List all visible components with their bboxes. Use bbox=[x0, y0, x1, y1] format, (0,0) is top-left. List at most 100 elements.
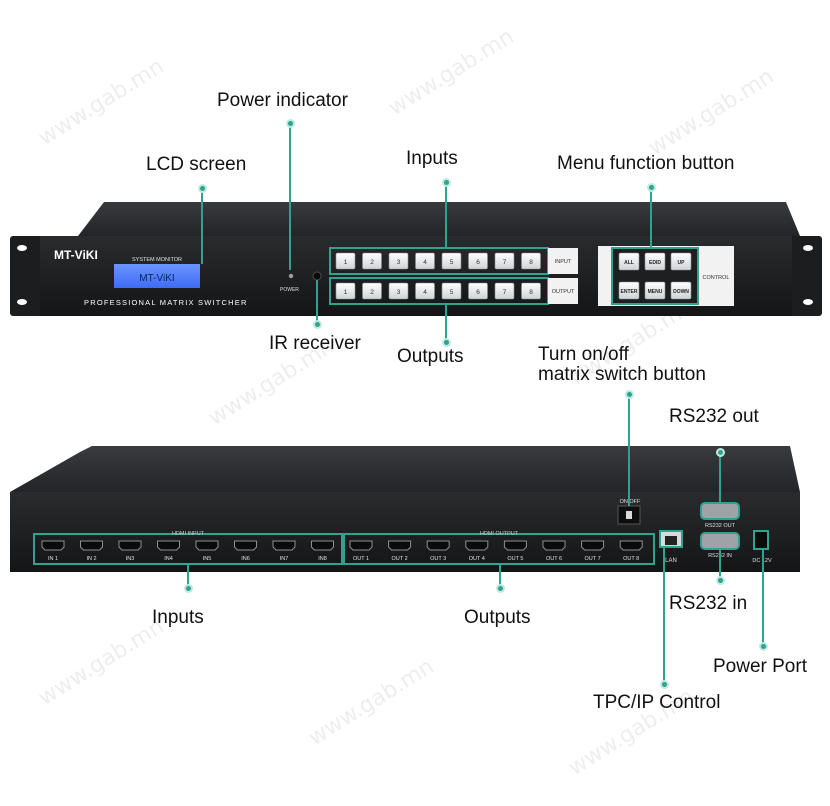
hdmi-output-port-label: OUT 8 bbox=[623, 556, 639, 562]
power-label: POWER bbox=[280, 287, 299, 293]
hdmi-input-port-label: IN4 bbox=[164, 556, 173, 562]
brand-logo: MT-ViKI bbox=[54, 248, 98, 262]
callout-outputs-rear: Outputs bbox=[464, 607, 531, 628]
menu-button-up bbox=[670, 252, 692, 271]
hdmi-output-port-8 bbox=[619, 540, 643, 551]
input-button-label: 2 bbox=[370, 259, 374, 266]
rs232-in-port bbox=[700, 532, 740, 550]
menu-button-label: DOWN bbox=[673, 289, 689, 295]
lan-label: LAN bbox=[665, 558, 677, 564]
leader-dot bbox=[184, 584, 193, 593]
callout-outputs-front: Outputs bbox=[397, 346, 464, 367]
hdmi-input-port-5 bbox=[195, 540, 219, 551]
hdmi-input-port-label: IN6 bbox=[241, 556, 250, 562]
rack-ear-right bbox=[788, 236, 822, 316]
callout-turn-on-off-line1: Turn on/off bbox=[538, 344, 629, 365]
input-button-8 bbox=[521, 252, 541, 270]
callout-ir-receiver: IR receiver bbox=[269, 333, 361, 354]
hdmi-input-port-label: IN7 bbox=[280, 556, 289, 562]
ir-receiver bbox=[312, 271, 322, 281]
on-off-switch-lever bbox=[626, 511, 632, 519]
callout-menu-function: Menu function button bbox=[557, 153, 735, 174]
output-button-label: 7 bbox=[503, 289, 507, 296]
output-button-label: 1 bbox=[344, 289, 348, 296]
leader-dot bbox=[759, 642, 768, 651]
hdmi-output-port-label: OUT 4 bbox=[469, 556, 485, 562]
rack-hole bbox=[17, 299, 27, 305]
callout-tpc-ip: TPC/IP Control bbox=[593, 692, 721, 713]
hdmi-output-port-label: OUT 3 bbox=[430, 556, 446, 562]
leader-dot bbox=[198, 184, 207, 193]
menu-button-all bbox=[618, 252, 640, 271]
output-button-label: 8 bbox=[529, 289, 533, 296]
lcd-screen bbox=[114, 264, 200, 288]
hdmi-output-port-label: OUT 6 bbox=[546, 556, 562, 562]
hdmi-output-title: HDMI OUTPUT bbox=[480, 531, 519, 537]
output-label-plate bbox=[548, 278, 578, 304]
output-button-label: 4 bbox=[423, 289, 427, 296]
leader-lines bbox=[201, 123, 764, 684]
hdmi-output-port-5 bbox=[503, 540, 527, 551]
rack-hole bbox=[17, 245, 27, 251]
menu-button-label: EDID bbox=[649, 260, 661, 266]
leader-dot bbox=[286, 119, 295, 128]
hdmi-input-port-label: IN3 bbox=[126, 556, 135, 562]
input-button-label: 7 bbox=[503, 259, 507, 266]
input-button-label: 8 bbox=[529, 259, 533, 266]
front-unit: MT-ViKI SYSTEM MONITOR MT-ViKI PROFESSIO… bbox=[10, 202, 822, 316]
leader-dot bbox=[660, 680, 669, 689]
power-led bbox=[288, 273, 294, 279]
hdmi-output-port-3 bbox=[426, 540, 450, 551]
output-button-label: 2 bbox=[370, 289, 374, 296]
input-button-label: 1 bbox=[344, 259, 348, 266]
hdmi-input-port-label: IN5 bbox=[203, 556, 212, 562]
hdmi-output-port-label: OUT 5 bbox=[507, 556, 523, 562]
rear-unit-top bbox=[10, 446, 800, 492]
callout-inputs-rear: Inputs bbox=[152, 607, 204, 628]
callout-rs232-in: RS232 in bbox=[669, 593, 748, 614]
dc-power-port bbox=[753, 530, 769, 550]
leader-dot bbox=[716, 448, 725, 457]
on-off-label: ON/OFF bbox=[620, 499, 641, 505]
menu-button-menu bbox=[644, 281, 666, 300]
leader-dot bbox=[496, 584, 505, 593]
menu-button-label: ALL bbox=[624, 260, 634, 266]
leader-dot bbox=[313, 320, 322, 329]
output-button-6 bbox=[468, 282, 488, 300]
menu-button-label: UP bbox=[678, 260, 686, 266]
rs232-out-label: RS232 OUT bbox=[705, 523, 736, 529]
lcd-text: MT-ViKI bbox=[139, 273, 174, 284]
callout-lcd-screen: LCD screen bbox=[146, 154, 247, 175]
output-button-label: 5 bbox=[450, 289, 454, 296]
output-button-1 bbox=[335, 282, 356, 300]
hdmi-input-port-2 bbox=[80, 540, 103, 551]
control-label: CONTROL bbox=[703, 275, 730, 281]
input-button-7 bbox=[494, 252, 515, 270]
system-monitor-label: SYSTEM MONITOR bbox=[132, 257, 182, 263]
output-button-3 bbox=[388, 282, 409, 300]
leader-dot bbox=[647, 183, 656, 192]
hdmi-output-port-4 bbox=[465, 540, 489, 551]
input-button-6 bbox=[468, 252, 488, 270]
output-button-5 bbox=[441, 282, 462, 300]
hdmi-output-port-label: OUT 1 bbox=[353, 556, 369, 562]
output-button-label: 3 bbox=[397, 289, 401, 296]
hdmi-input-title: HDMI INPUT bbox=[172, 531, 205, 537]
input-row-label: INPUT bbox=[555, 259, 572, 265]
rack-hole bbox=[803, 245, 813, 251]
menu-button-label: ENTER bbox=[621, 289, 638, 295]
menu-button-label: MENU bbox=[648, 289, 663, 295]
hdmi-output-port-6 bbox=[542, 540, 566, 551]
input-button-label: 5 bbox=[450, 259, 454, 266]
output-button-7 bbox=[494, 282, 515, 300]
hdmi-input-port-label: IN 1 bbox=[48, 556, 58, 562]
leader-dot bbox=[442, 338, 451, 347]
hdmi-input-port-7 bbox=[272, 540, 296, 551]
hdmi-output-port-label: OUT 7 bbox=[585, 556, 601, 562]
output-button-label: 6 bbox=[476, 289, 480, 296]
leader-dot bbox=[625, 390, 634, 399]
hdmi-output-port-1 bbox=[349, 540, 373, 551]
